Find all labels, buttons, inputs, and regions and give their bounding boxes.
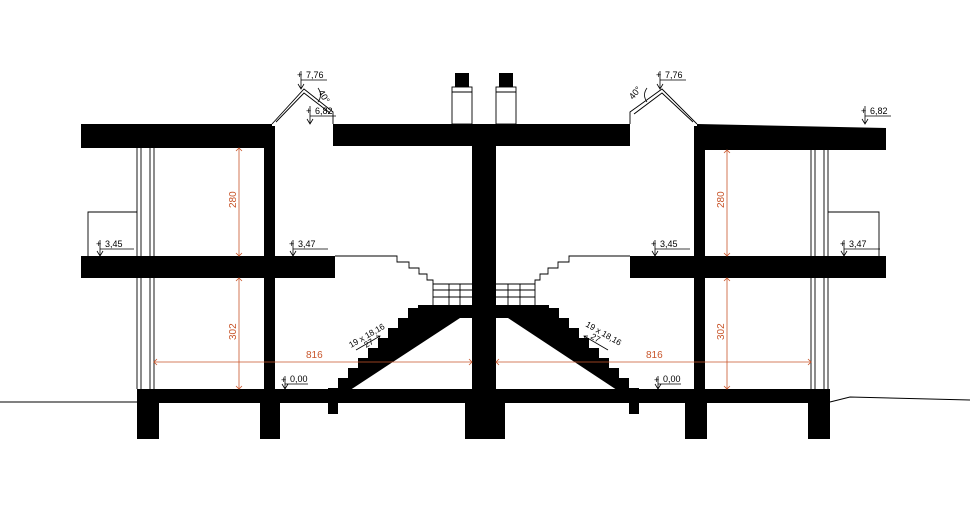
level-floor-left-inner: 3,47 [298,239,316,249]
level-floor-right-outer: 3,47 [849,239,867,249]
level-ground-left-prefix: + [281,375,286,385]
roof-pitch-left: 40° [316,88,332,105]
level-ground-right-prefix: + [654,375,659,385]
dim-upper-height-left: 280 [228,191,239,208]
dim-upper-height-right: 280 [716,191,727,208]
roof-pitch-right: 40° [627,84,644,101]
level-floor-right-inner-prefix: + [651,239,656,249]
dim-width-right: 816 [646,350,663,361]
footing [685,403,707,439]
dim-width-left: 816 [306,350,323,361]
level-ridge-left-prefix: + [297,70,302,80]
level-ridge-left: 7,76 [306,70,324,80]
level-floor-left-outer: 3,45 [105,239,123,249]
level-ridge-right-prefix: + [656,70,661,80]
dim-lower-height-right: 302 [716,323,727,340]
stair-left [328,305,472,398]
roof-slab-right [697,124,886,150]
roof-slab-center [333,124,630,146]
level-eave-left: 6,82 [315,106,333,116]
central-wall [472,126,496,391]
roof-slab-left [81,124,272,148]
stair-left-label-2: 27 [362,336,375,350]
footing [465,403,505,439]
level-ridge-right: 7,76 [665,70,683,80]
level-ground-left: 0,00 [290,374,308,384]
level-eave-left-prefix: + [306,106,311,116]
stair-annotation-arrows [355,335,609,351]
level-floor-left-outer-prefix: + [96,239,101,249]
chimney-left-cap [455,73,469,87]
level-floor-left-inner-prefix: + [289,239,294,249]
level-marker-lines [96,71,891,390]
footing [137,403,159,439]
footing [260,403,280,439]
chimney-right-cap [499,73,513,87]
balcony-railing-left [87,211,137,256]
footing [808,403,830,439]
dim-lower-height-left: 302 [228,323,239,340]
balcony-railing-right [828,211,880,256]
ground-line [0,396,970,403]
stair-right [496,305,639,398]
level-floor-right-outer-prefix: + [840,239,845,249]
dimension-lines [153,147,812,390]
level-eave-right: 6,82 [870,106,888,116]
level-ground-right: 0,00 [663,374,681,384]
stair-right-label-2: 27 [589,331,602,345]
floor-slab-left [81,256,335,278]
floor-slab-right [630,256,886,278]
structure [81,73,886,439]
stair-right-label-1: 19 x 18,16 [584,319,624,348]
level-floor-right-inner: 3,45 [660,239,678,249]
level-eave-right-prefix: + [861,106,866,116]
